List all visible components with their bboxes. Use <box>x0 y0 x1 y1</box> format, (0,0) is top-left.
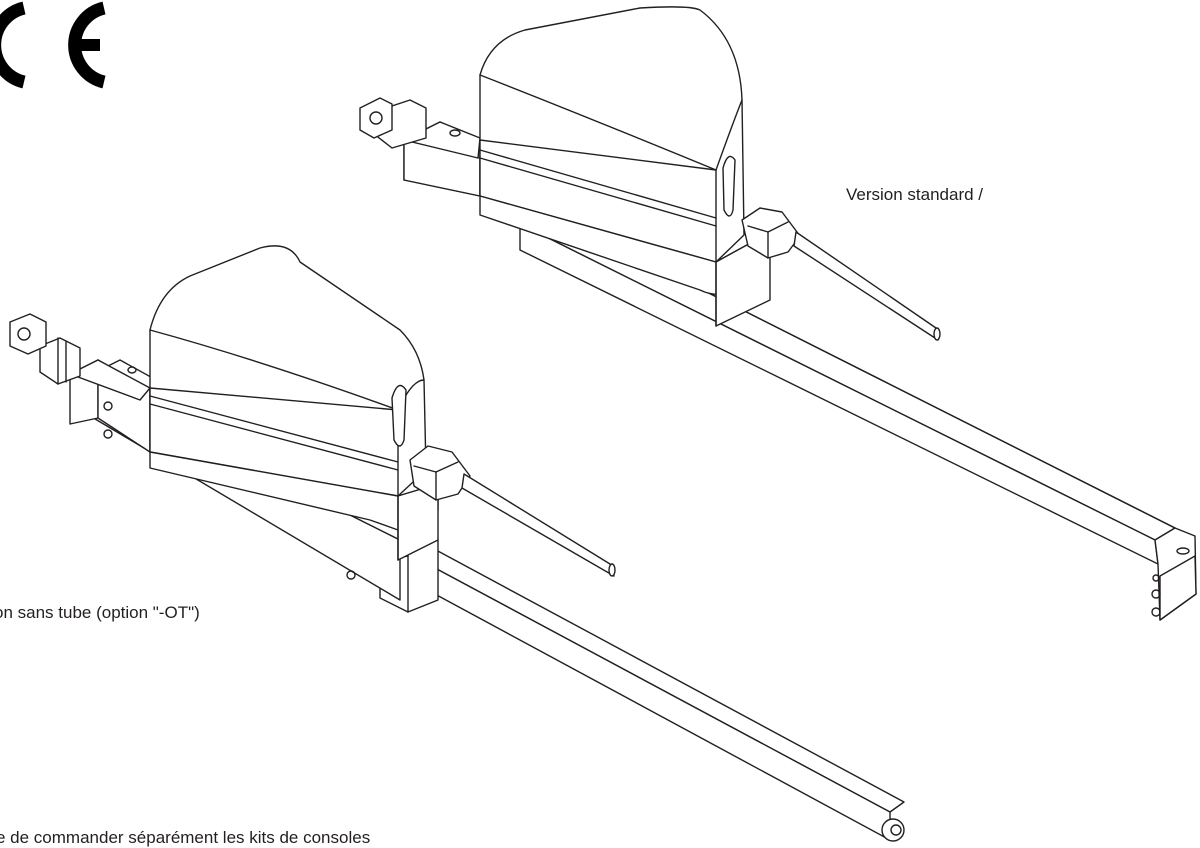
standard-profile-tube <box>519 211 1197 621</box>
footnote-text: e de commander séparément les kits de co… <box>0 828 371 847</box>
end-screw-icon <box>1151 589 1161 599</box>
tubeless-motor-housing <box>149 245 439 561</box>
body-screw-icon <box>346 570 356 580</box>
ce-mark-logo <box>0 1 106 89</box>
tubeless-extended-rod <box>419 549 905 842</box>
block-screw-icon <box>103 429 113 439</box>
end-screw-icon <box>1151 607 1161 617</box>
standard-cable-gland <box>741 207 941 341</box>
tubeless-actuator-drawing <box>9 245 905 842</box>
tubeless-rod-eye <box>9 313 81 385</box>
standard-front-block <box>403 121 481 197</box>
standard-rod-eye <box>359 97 427 149</box>
tubeless-window-slot <box>391 384 407 447</box>
standard-window-slot <box>722 155 736 217</box>
standard-actuator-drawing <box>359 6 1197 621</box>
standard-motor-housing <box>479 6 771 327</box>
tubeless-version-label: on sans tube (option "-OT") <box>0 603 200 622</box>
block-screw-icon <box>103 401 113 411</box>
tubeless-cable-gland <box>409 445 616 577</box>
standard-version-label: Version standard / <box>846 185 984 204</box>
